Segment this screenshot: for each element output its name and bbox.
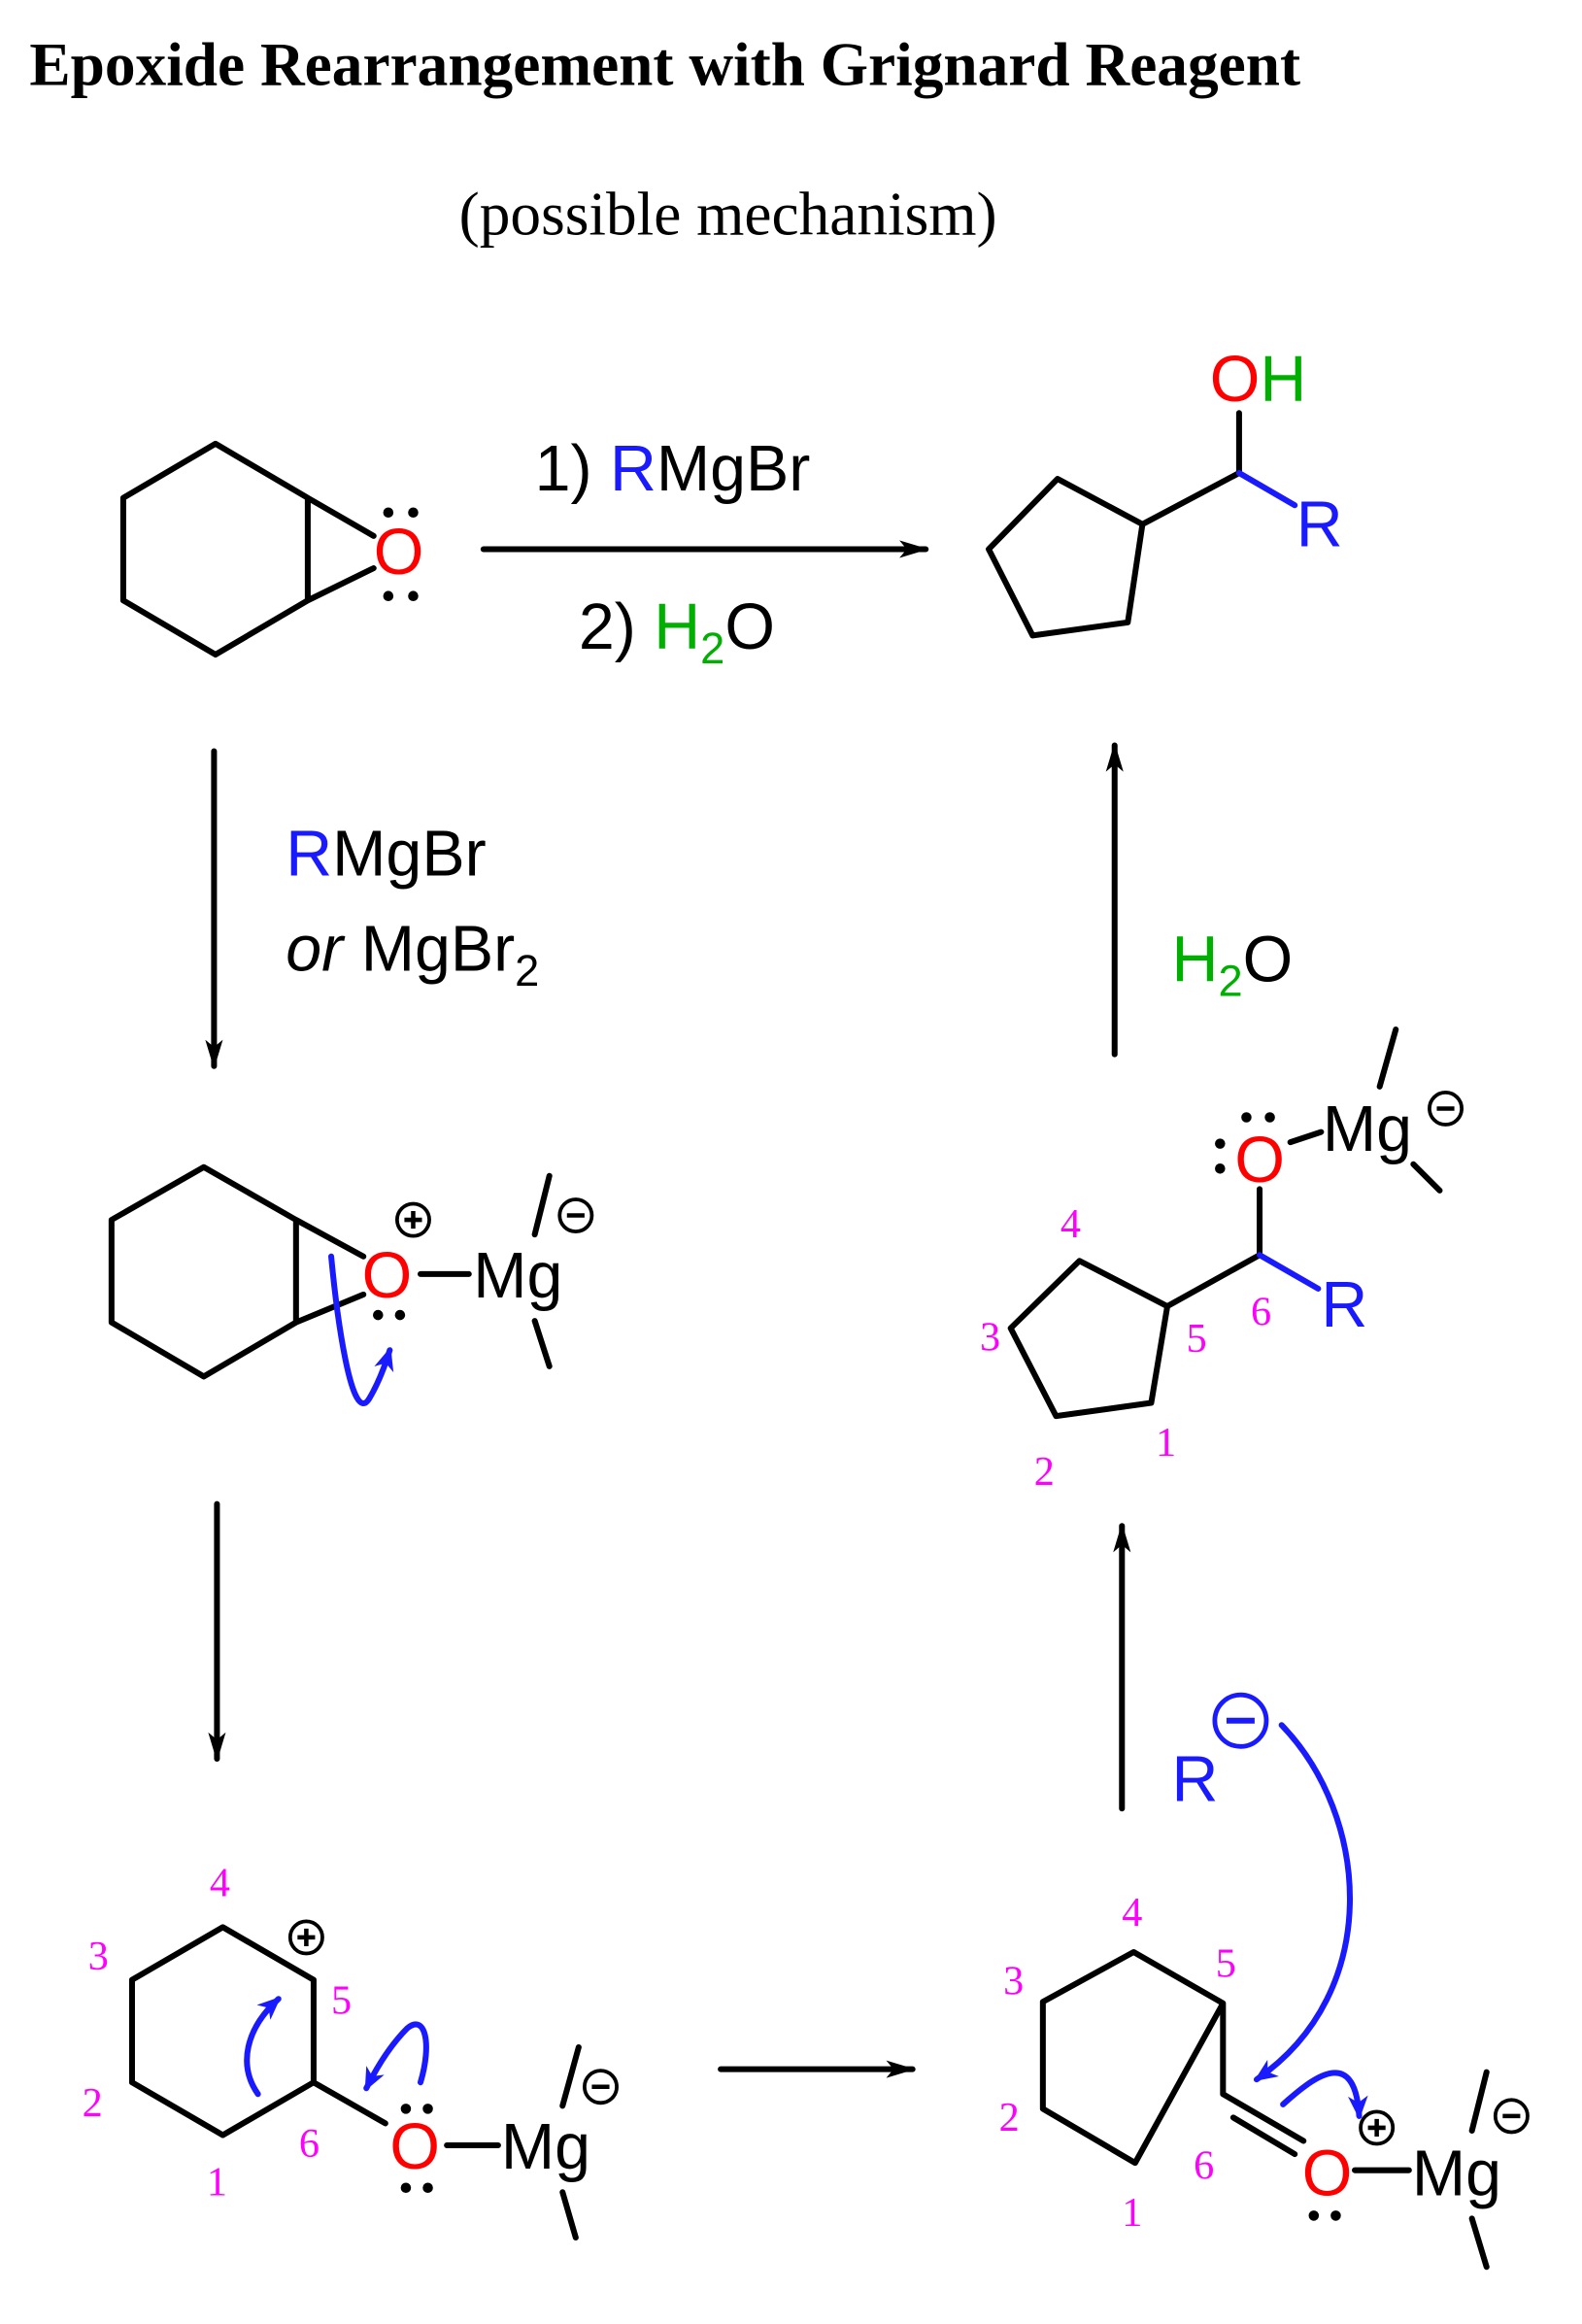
oxygen-atom: O — [389, 2111, 440, 2183]
atom-locant: 3 — [980, 1314, 1000, 1360]
lone-pair-dot — [1215, 1138, 1226, 1149]
magnesium-atom: Mg — [1323, 1094, 1412, 1165]
atom-locant: 4 — [210, 1861, 230, 1906]
atom-locant: 5 — [331, 1977, 352, 2023]
alkoxide-intermediate: O Mg R 4 3 5 6 2 1 — [980, 1027, 1462, 1495]
minus-charge-icon — [1496, 2100, 1528, 2132]
r-group: R — [1321, 1269, 1367, 1341]
curved-arrow-icon — [328, 1253, 394, 1406]
oxygen-atom: O — [362, 1240, 413, 1312]
curved-arrow-icon — [244, 1996, 282, 2098]
reagent-step2: 2) H2O — [579, 591, 775, 673]
lone-pair-dot — [394, 1309, 406, 1321]
product-alcohol: OH R — [986, 344, 1343, 639]
atom-locant: 1 — [207, 2159, 227, 2205]
atom-locant: 2 — [999, 2095, 1020, 2140]
minus-charge-icon — [559, 1199, 591, 1231]
magnesium-atom: Mg — [473, 1240, 562, 1312]
reagent-mgbr2: or MgBr2 — [286, 914, 539, 995]
carbocation-intermediate: O Mg 4 3 5 2 6 1 — [83, 1861, 617, 2241]
lone-pair-dot — [373, 1309, 384, 1321]
plus-charge-icon — [290, 1921, 322, 1953]
atom-locant: 6 — [1194, 2143, 1214, 2189]
r-nucleophile: R — [1172, 1744, 1219, 1816]
hydroxyl-group: OH — [1210, 344, 1307, 416]
atom-locant: 1 — [1122, 2190, 1142, 2236]
oxygen-atom: O — [1302, 2138, 1353, 2209]
atom-locant: 1 — [1156, 1420, 1176, 1465]
lone-pair-dot — [1308, 2210, 1320, 2221]
lone-pair-dot — [1215, 1163, 1226, 1174]
lone-pair-dot — [1330, 2210, 1341, 2221]
atom-locant: 2 — [1034, 1449, 1055, 1495]
minus-charge-icon — [585, 2071, 617, 2103]
reagent-water: H2O — [1172, 924, 1294, 1005]
reagent-rmgbr: RMgBr — [286, 819, 486, 891]
lone-pair-dot — [400, 2104, 412, 2114]
reagent-step1: 1) RMgBr — [535, 433, 811, 505]
lone-pair-dot — [422, 2182, 433, 2194]
curved-arrow-icon — [1253, 1722, 1353, 2083]
atom-locant: 4 — [1060, 1201, 1081, 1247]
atom-locant: 3 — [88, 1934, 109, 1979]
atom-locant: 6 — [1251, 1290, 1271, 1335]
magnesium-atom: Mg — [1412, 2138, 1501, 2209]
plus-charge-icon — [397, 1203, 429, 1235]
lone-pair-dot — [400, 2182, 412, 2194]
minus-charge-icon — [1430, 1093, 1462, 1125]
atom-locant: 4 — [1122, 1890, 1142, 1936]
subtitle: (possible mechanism) — [459, 180, 997, 248]
oxygen-atom: O — [1234, 1125, 1285, 1196]
oxygen-atom: O — [374, 517, 424, 589]
atom-locant: 5 — [1216, 1941, 1236, 1987]
atom-locant: 3 — [1003, 1959, 1024, 2004]
lone-pair-dot — [1264, 1112, 1275, 1123]
atom-locant: 5 — [1187, 1316, 1207, 1362]
curved-arrow-icon — [363, 2021, 429, 2092]
plus-charge-icon — [1361, 2111, 1393, 2143]
lone-pair-dot — [422, 2104, 433, 2114]
cyclohexene-oxide: O — [119, 440, 424, 658]
epoxide-mg-complex: O Mg — [108, 1163, 592, 1406]
atom-locant: 2 — [83, 2080, 103, 2126]
lone-pair-dot — [408, 590, 419, 601]
page-title: Epoxide Rearrangement with Grignard Reag… — [29, 30, 1300, 98]
lone-pair-dot — [1241, 1112, 1252, 1123]
oxocarbenium-intermediate: O Mg R 4 3 5 2 6 1 — [999, 1692, 1528, 2271]
lone-pair-dot — [383, 590, 394, 601]
curved-arrow-icon — [1280, 2070, 1368, 2120]
atom-locant: 6 — [299, 2121, 320, 2167]
lone-pair-dot — [408, 507, 419, 519]
r-group: R — [1296, 488, 1343, 560]
lone-pair-dot — [383, 507, 394, 519]
magnesium-atom: Mg — [501, 2111, 590, 2183]
